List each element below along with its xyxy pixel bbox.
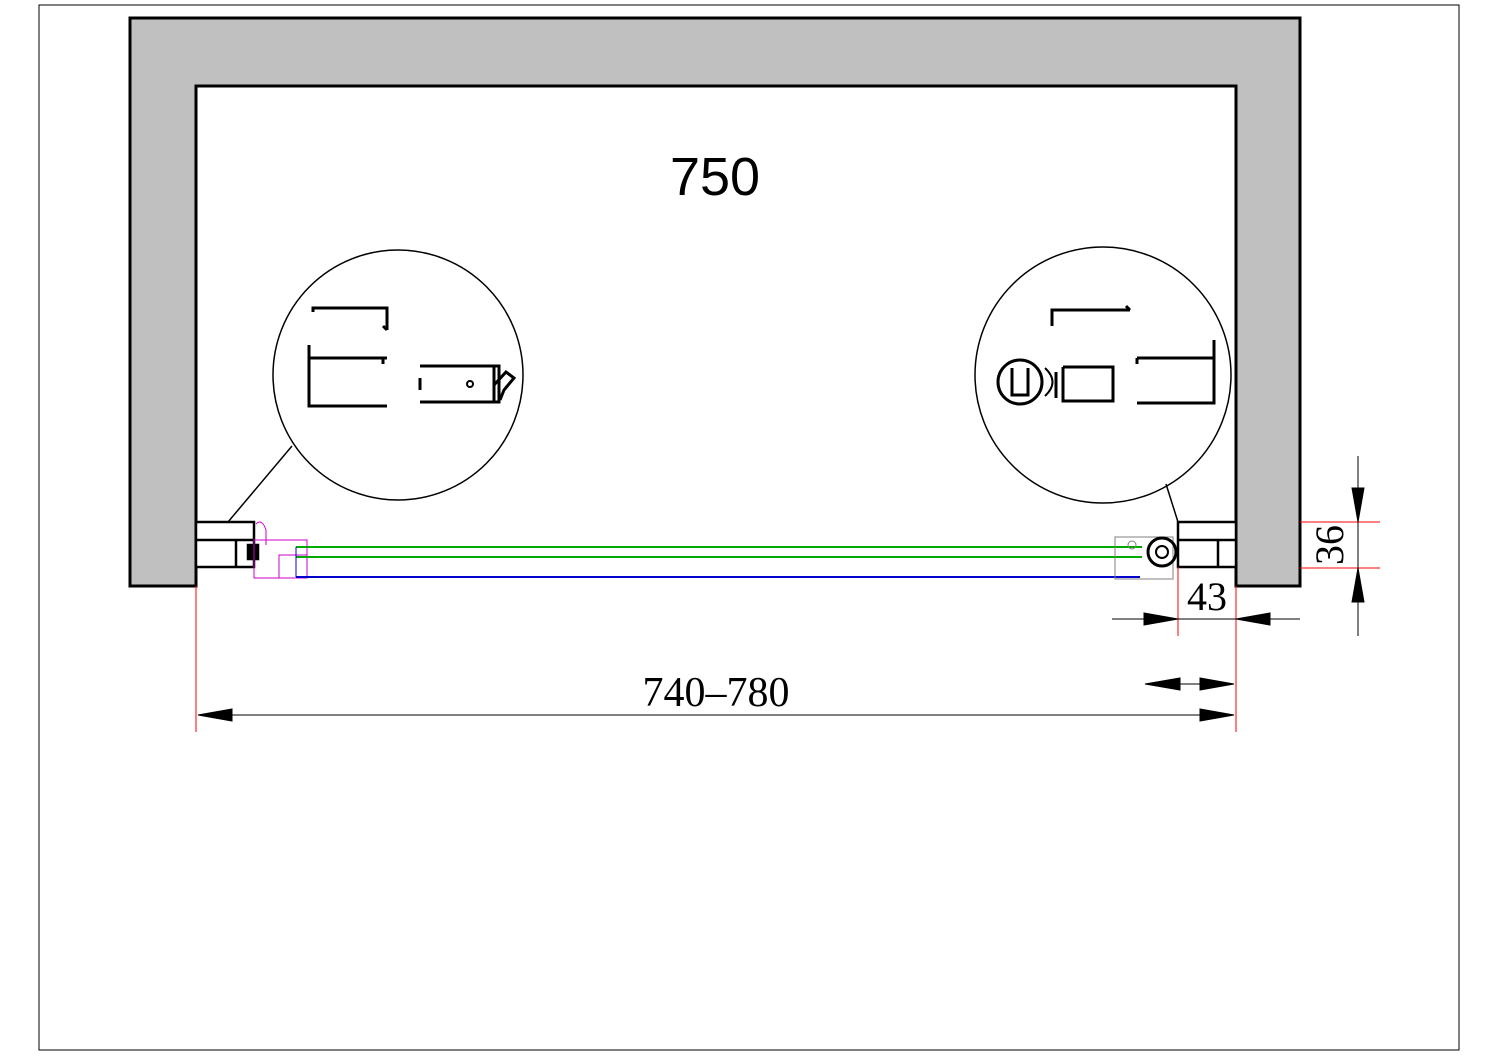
right-knob (1146, 536, 1178, 568)
room-width-label: 750 (670, 147, 760, 207)
right-hinge (1114, 536, 1174, 580)
depth-dimension (1351, 456, 1365, 636)
left-wall-profile (194, 520, 260, 569)
sheet-border (38, 4, 1460, 1051)
left-profile-detail (227, 249, 524, 523)
profile-depth-label: 36 (1307, 525, 1352, 565)
left-hinge (253, 521, 308, 579)
wall-section (128, 16, 1302, 588)
extension-lines (195, 521, 1380, 732)
profile-offset-label: 43 (1187, 574, 1227, 619)
offset-dimension (1112, 612, 1300, 626)
right-wall-profile (1176, 520, 1238, 569)
right-profile-detail (974, 246, 1232, 523)
glass-panel (295, 546, 1142, 578)
opening-range-label: 740–780 (643, 670, 790, 716)
opening-width-dimension (197, 708, 1235, 722)
adjustment-arrows (1144, 677, 1235, 691)
